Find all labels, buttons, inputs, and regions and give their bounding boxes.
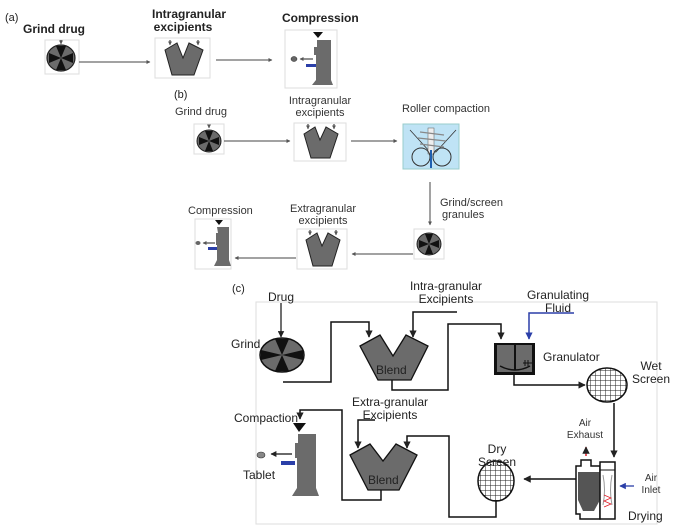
label-c-blend2: Blend bbox=[368, 473, 399, 487]
label-line: excipients bbox=[153, 20, 213, 34]
grinder-a bbox=[44, 39, 80, 75]
v-blender-b2 bbox=[296, 228, 348, 270]
label-line: Extragranular bbox=[290, 203, 357, 215]
label-b-grind-drug: Grind drug bbox=[175, 106, 227, 118]
tablet-press-a bbox=[284, 29, 338, 89]
label-c-dry-screen: Dry Screen bbox=[474, 443, 520, 469]
label-c-drug: Drug bbox=[268, 290, 295, 304]
label-line: Inlet bbox=[641, 485, 661, 496]
label-b-extragranular: Extragranular excipients bbox=[290, 203, 356, 227]
label-c-fluid: Granulating Fluid bbox=[524, 289, 592, 315]
panel-a bbox=[44, 29, 338, 89]
roller-compactor bbox=[402, 123, 460, 170]
label-line: Intragranular bbox=[152, 7, 227, 21]
label-a-grind-drug: Grind drug bbox=[23, 22, 85, 36]
label-a-intragranular: Intragranular excipients bbox=[152, 7, 227, 34]
label-line: granules bbox=[442, 209, 485, 221]
panel-c-tag: (c) bbox=[232, 283, 245, 295]
wet-screen bbox=[586, 367, 628, 403]
label-line: Intra-granular bbox=[409, 279, 483, 293]
tablet-press-c bbox=[256, 423, 319, 496]
label-line: excipients bbox=[295, 107, 345, 119]
label-b-intragranular: Intragranular excipients bbox=[288, 95, 352, 119]
label-c-intra: Intra-granular Excipients bbox=[402, 280, 490, 306]
label-line: Wet bbox=[640, 359, 662, 373]
label-c-extra: Extra-granular Excipients bbox=[348, 396, 432, 422]
label-c-drying: Drying bbox=[628, 509, 663, 523]
label-line: Extra-granular bbox=[351, 395, 429, 409]
grinder-b1 bbox=[193, 123, 225, 155]
label-c-blend1: Blend bbox=[376, 363, 407, 377]
panel-b bbox=[193, 122, 460, 270]
panel-c bbox=[255, 301, 658, 525]
grinder-c bbox=[259, 337, 305, 373]
label-line: Air bbox=[578, 418, 592, 429]
label-c-grind: Grind bbox=[231, 337, 261, 351]
panel-b-tag: (b) bbox=[174, 89, 188, 101]
label-c-tablet: Tablet bbox=[243, 468, 276, 482]
v-blender-a bbox=[154, 37, 211, 79]
label-line: Dry bbox=[487, 442, 507, 456]
label-c-inlet: Air Inlet bbox=[640, 473, 662, 497]
panel-a-tag: (a) bbox=[5, 12, 19, 24]
label-line: Grind/screen bbox=[440, 197, 503, 209]
label-b-grind-screen: Grind/screen granules bbox=[440, 197, 503, 221]
label-line: Granulating bbox=[526, 288, 590, 302]
label-a-compression: Compression bbox=[282, 11, 359, 25]
granulator bbox=[494, 343, 535, 375]
label-line: Screen bbox=[631, 372, 671, 386]
tablet-press-b bbox=[194, 218, 232, 270]
label-b-roller-compaction: Roller compaction bbox=[402, 103, 491, 115]
v-blender-b1 bbox=[293, 122, 347, 162]
v-blender-c2 bbox=[349, 443, 418, 491]
label-c-compaction: Compaction bbox=[234, 411, 299, 425]
label-line: Excipients bbox=[418, 292, 474, 306]
label-line: Fluid bbox=[544, 301, 571, 315]
grinder-b2 bbox=[413, 228, 445, 260]
label-c-wet-screen: Wet Screen bbox=[631, 360, 671, 386]
label-c-granulator: Granulator bbox=[543, 350, 600, 364]
fluid-bed-dryer bbox=[575, 446, 634, 520]
v-blender-c1 bbox=[359, 334, 429, 381]
label-line: Screen bbox=[477, 455, 517, 469]
label-line: Air bbox=[644, 473, 658, 484]
label-b-compression: Compression bbox=[188, 205, 253, 217]
label-c-exhaust: Air Exhaust bbox=[564, 418, 606, 442]
label-line: Excipients bbox=[362, 408, 418, 422]
label-line: Exhaust bbox=[566, 430, 604, 441]
label-line: Intragranular bbox=[288, 95, 352, 107]
label-line: excipients bbox=[298, 215, 348, 227]
